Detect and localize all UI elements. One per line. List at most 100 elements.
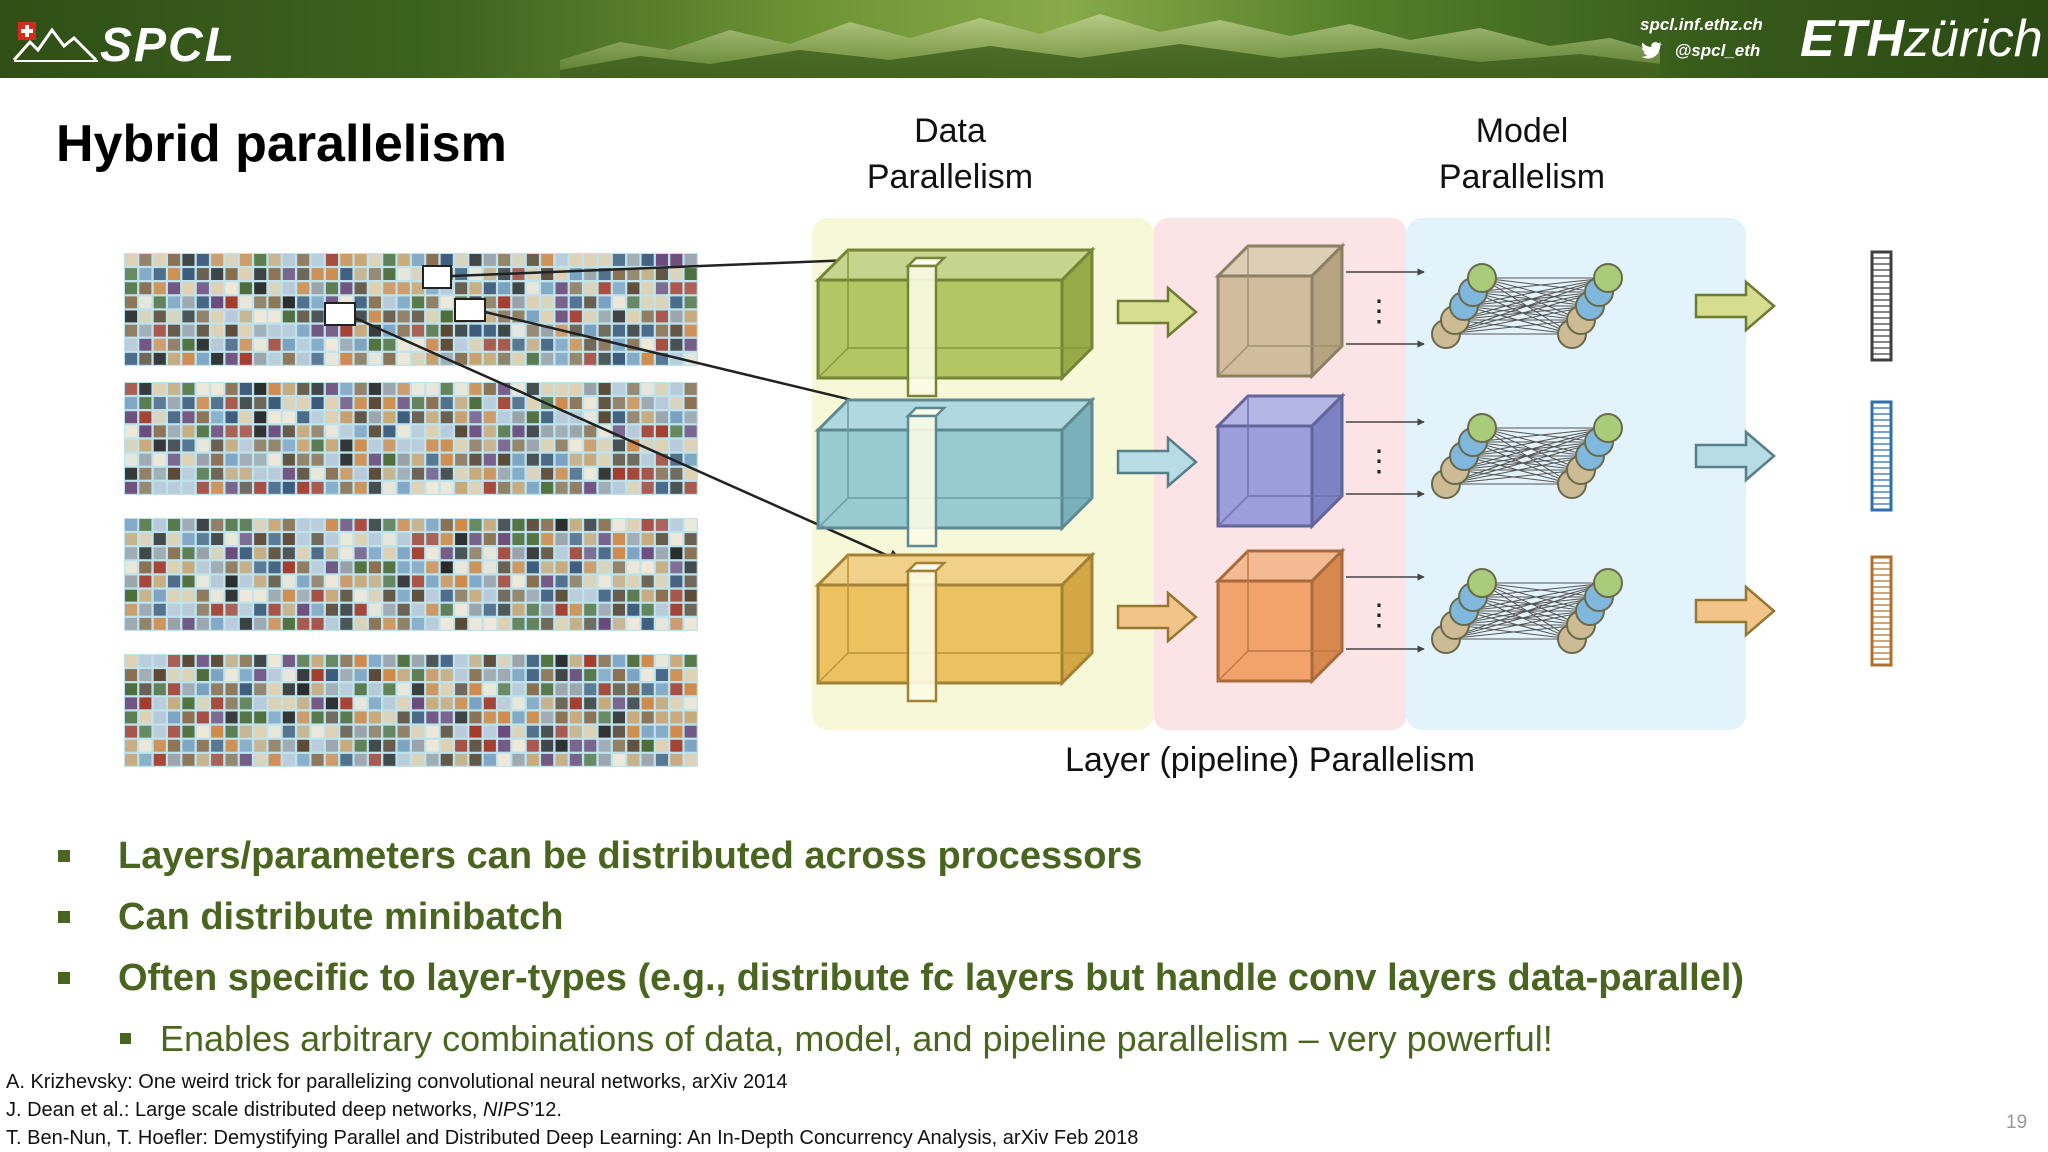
image-thumbnail bbox=[397, 617, 410, 630]
image-thumbnail bbox=[368, 655, 381, 667]
eth-zurich-logo[interactable]: ETHzürich bbox=[1800, 12, 2043, 66]
image-thumbnail bbox=[584, 533, 597, 545]
image-thumbnail bbox=[612, 425, 625, 438]
image-batch-1 bbox=[124, 253, 698, 366]
twitter-link[interactable]: @spcl_eth bbox=[1640, 40, 1760, 62]
image-thumbnail bbox=[182, 254, 195, 266]
image-thumbnail bbox=[182, 397, 195, 409]
image-thumbnail bbox=[383, 655, 396, 667]
image-thumbnail bbox=[354, 481, 367, 494]
image-thumbnail bbox=[397, 453, 410, 466]
image-thumbnail bbox=[440, 711, 453, 724]
image-thumbnail bbox=[239, 296, 252, 309]
nn-neuron bbox=[1467, 413, 1497, 443]
image-thumbnail bbox=[211, 411, 224, 424]
image-thumbnail bbox=[354, 453, 367, 466]
image-thumbnail bbox=[440, 254, 453, 266]
image-thumbnail bbox=[641, 697, 654, 710]
image-thumbnail bbox=[483, 575, 496, 588]
image-thumbnail bbox=[225, 397, 238, 409]
image-thumbnail bbox=[641, 547, 654, 560]
image-thumbnail bbox=[297, 547, 310, 560]
image-thumbnail bbox=[340, 589, 353, 602]
image-thumbnail bbox=[225, 561, 238, 574]
image-thumbnail bbox=[139, 425, 152, 438]
nn-connection bbox=[1445, 455, 1591, 485]
image-thumbnail bbox=[412, 439, 425, 452]
image-thumbnail bbox=[139, 310, 152, 323]
image-thumbnail bbox=[368, 296, 381, 309]
nn-neuron bbox=[1431, 469, 1461, 499]
image-thumbnail bbox=[412, 711, 425, 724]
box-side-face bbox=[1310, 242, 1344, 380]
image-thumbnail bbox=[584, 655, 597, 667]
image-thumbnail bbox=[684, 533, 697, 545]
image-thumbnail bbox=[440, 397, 453, 409]
image-thumbnail bbox=[612, 547, 625, 560]
image-thumbnail bbox=[340, 467, 353, 480]
image-thumbnail bbox=[239, 533, 252, 545]
image-thumbnail bbox=[196, 411, 209, 424]
image-thumbnail bbox=[455, 739, 468, 752]
image-thumbnail bbox=[483, 296, 496, 309]
website-link[interactable]: spcl.inf.ethz.ch bbox=[1640, 15, 1763, 34]
image-thumbnail bbox=[469, 397, 482, 409]
image-thumbnail bbox=[354, 697, 367, 710]
image-thumbnail bbox=[254, 383, 267, 395]
image-thumbnail bbox=[455, 268, 468, 280]
image-thumbnail bbox=[282, 575, 295, 588]
image-thumbnail bbox=[383, 425, 396, 438]
image-thumbnail bbox=[239, 254, 252, 266]
image-thumbnail bbox=[354, 268, 367, 280]
image-thumbnail bbox=[225, 439, 238, 452]
image-thumbnail bbox=[354, 561, 367, 574]
image-thumbnail bbox=[125, 296, 138, 309]
image-thumbnail bbox=[512, 411, 525, 424]
box-hidden-edge bbox=[1247, 246, 1342, 347]
image-thumbnail bbox=[641, 753, 654, 766]
image-thumbnail bbox=[354, 655, 367, 667]
image-thumbnail bbox=[512, 575, 525, 588]
image-thumbnail bbox=[612, 753, 625, 766]
nn-connection bbox=[1463, 441, 1600, 457]
image-thumbnail bbox=[368, 467, 381, 480]
image-thumbnail bbox=[211, 397, 224, 409]
image-thumbnail bbox=[498, 296, 511, 309]
image-thumbnail bbox=[498, 411, 511, 424]
nn-connection bbox=[1463, 596, 1600, 612]
image-thumbnail bbox=[239, 352, 252, 365]
image-thumbnail bbox=[397, 697, 410, 710]
box-side-face bbox=[1310, 547, 1344, 685]
image-thumbnail bbox=[196, 467, 209, 480]
image-thumbnail bbox=[254, 439, 267, 452]
image-thumbnail bbox=[368, 481, 381, 494]
image-thumbnail bbox=[569, 589, 582, 602]
spcl-logo[interactable]: SPCL bbox=[12, 16, 288, 70]
image-thumbnail bbox=[412, 519, 425, 531]
image-thumbnail bbox=[455, 753, 468, 766]
image-thumbnail bbox=[225, 603, 238, 616]
image-thumbnail bbox=[555, 739, 568, 752]
image-thumbnail bbox=[211, 669, 224, 681]
image-thumbnail bbox=[168, 617, 181, 630]
image-thumbnail bbox=[627, 739, 640, 752]
image-thumbnail bbox=[426, 603, 439, 616]
image-thumbnail bbox=[196, 603, 209, 616]
image-thumbnail bbox=[254, 397, 267, 409]
image-thumbnail bbox=[483, 753, 496, 766]
image-thumbnail bbox=[627, 282, 640, 295]
data-parallelism-region bbox=[812, 218, 1154, 730]
image-thumbnail bbox=[426, 519, 439, 531]
image-thumbnail bbox=[297, 725, 310, 738]
image-thumbnail bbox=[254, 711, 267, 724]
image-thumbnail bbox=[498, 481, 511, 494]
image-thumbnail bbox=[297, 268, 310, 280]
image-thumbnail bbox=[426, 453, 439, 466]
image-thumbnail bbox=[239, 603, 252, 616]
image-thumbnail bbox=[426, 711, 439, 724]
image-thumbnail bbox=[512, 711, 525, 724]
nn-neuron bbox=[1566, 305, 1596, 335]
image-thumbnail bbox=[684, 589, 697, 602]
image-thumbnail bbox=[225, 683, 238, 696]
nn-connection bbox=[1445, 291, 1600, 335]
